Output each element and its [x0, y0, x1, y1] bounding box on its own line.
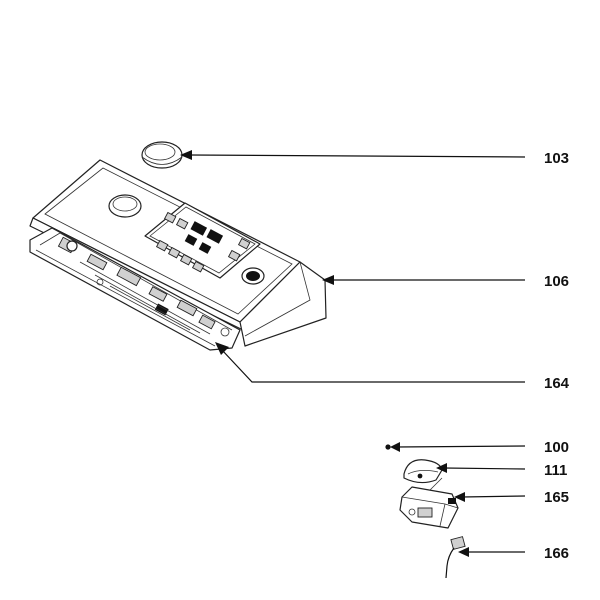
- leader-lines: [180, 150, 526, 557]
- callout-106: 106: [544, 273, 569, 290]
- lid-switch-cover-part: [403, 459, 443, 484]
- callout-labels: 103 106 164 100 111 165 166: [544, 150, 570, 562]
- callout-103: 103: [544, 150, 569, 167]
- callout-100: 100: [544, 439, 569, 456]
- callout-166: 166: [544, 545, 569, 562]
- callout-164: 164: [544, 375, 570, 392]
- wire-harness-part: [445, 536, 466, 579]
- lid-switch-part: [399, 477, 459, 529]
- screw-part: [385, 444, 391, 450]
- callout-111: 111: [544, 462, 567, 479]
- knob-cap-part: [141, 141, 183, 169]
- control-board-part: [29, 227, 241, 351]
- callout-165: 165: [544, 489, 569, 506]
